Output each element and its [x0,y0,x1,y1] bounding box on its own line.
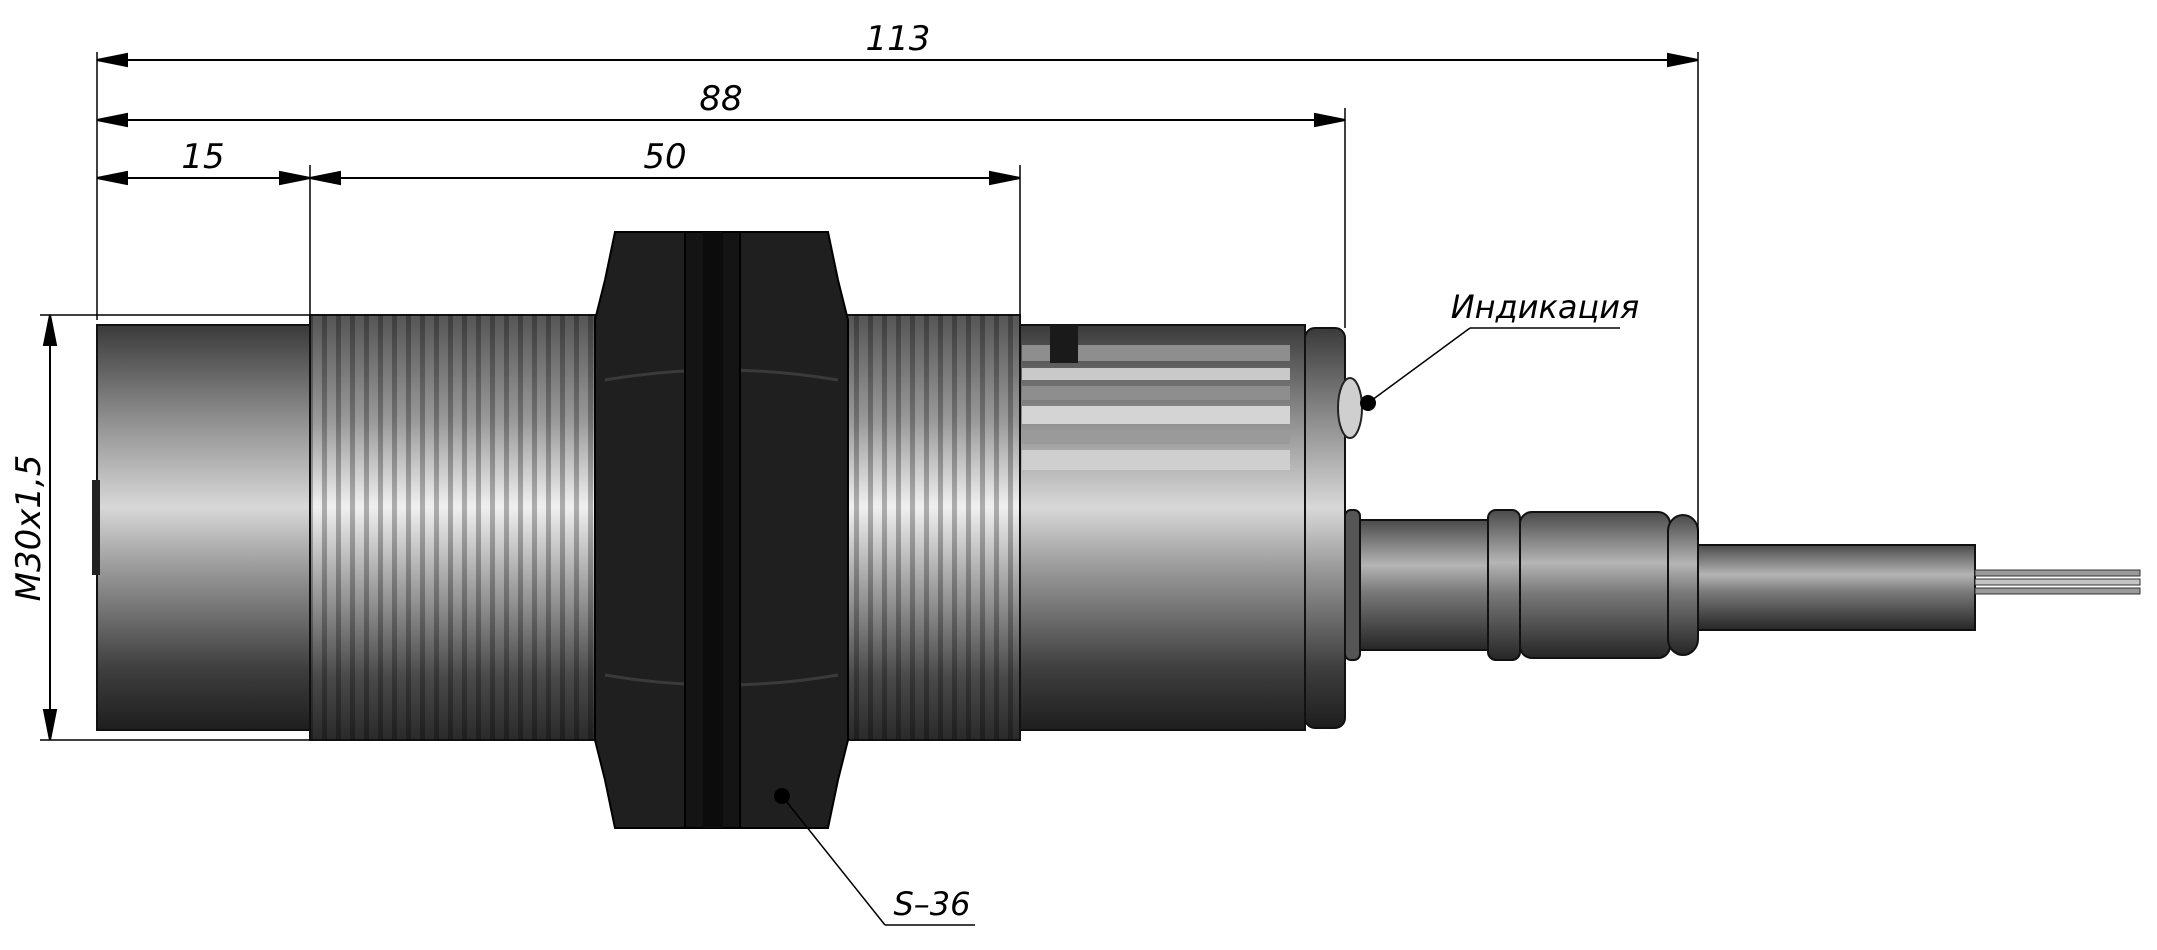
dim-thread-spec: M30х1,5 [9,455,49,602]
lock-nut [594,231,849,829]
indicator-leader [1367,327,1620,404]
rear-flange [1304,327,1346,729]
housing-label-stripes [1022,345,1290,470]
indicator-label: Индикация [1451,288,1640,326]
wrench-size-label: S–36 [893,885,970,923]
cable-wires [1974,569,2141,595]
wrench-leader [781,795,975,926]
indicator-led [1337,377,1363,439]
wrench-leader-dot [774,788,790,804]
housing-marking [1050,325,1078,363]
dim-overall-value: 113 [866,19,931,59]
dim-thread-diameter [42,314,58,741]
dim-housing-value: 88 [699,79,742,119]
dim-thread [309,170,1021,186]
sensing-face-cylinder [96,324,311,731]
dim-sensing-face-value: 15 [181,137,224,177]
dim-overall [96,52,1699,68]
extension-lines [40,52,1699,741]
indicator-leader-dot [1360,395,1376,411]
cable-gland [1344,509,1699,661]
dim-housing [96,112,1346,128]
cable [1697,544,1976,631]
sensing-face-edge [92,480,100,575]
dim-sensing-face [96,170,311,186]
dim-thread-value: 50 [643,137,686,177]
housing-body [1019,324,1306,731]
